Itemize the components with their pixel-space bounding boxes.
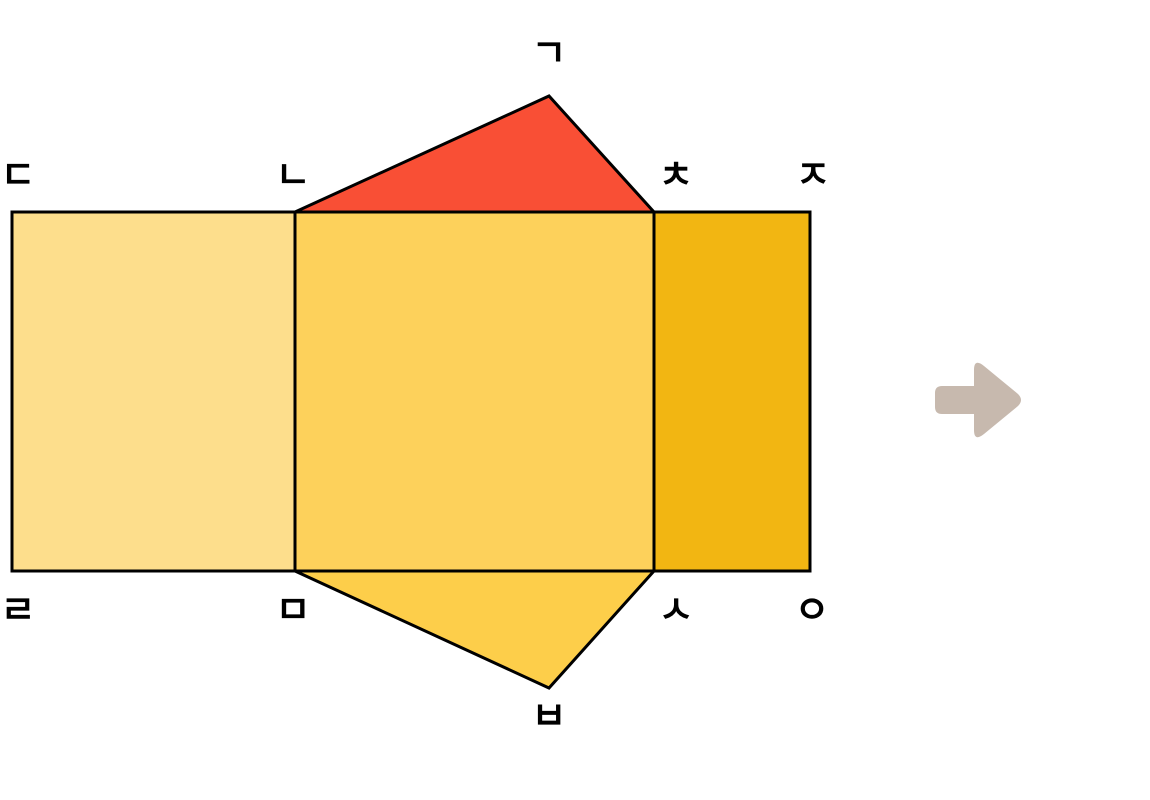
bottom-triangle-face [294,569,658,690]
vertex-label-bottom-apex: ㅂ [532,694,567,738]
right-arrow-icon [935,362,1021,438]
vertex-label-bottom-right-center: ㅅ [659,588,694,632]
vertex-label-top-left-center: ㄴ [276,153,311,197]
vertex-label-bottom-left: ㄹ [1,588,36,632]
vertex-label-top-right: ㅈ [796,153,831,197]
fold-lines [293,210,656,573]
center-rectangle-face [293,210,656,573]
left-rectangle-face [10,210,297,573]
vertex-label-bottom-left-center: ㅁ [276,588,311,632]
vertex-label-top-right-center: ㅊ [659,153,694,197]
vertex-label-bottom-right: ㅇ [795,588,830,632]
top-triangle-face [294,94,658,214]
vertex-label-top-left: ㄷ [1,153,36,197]
vertex-label-top-apex: ㄱ [532,31,567,75]
right-rectangle-face [652,210,812,573]
